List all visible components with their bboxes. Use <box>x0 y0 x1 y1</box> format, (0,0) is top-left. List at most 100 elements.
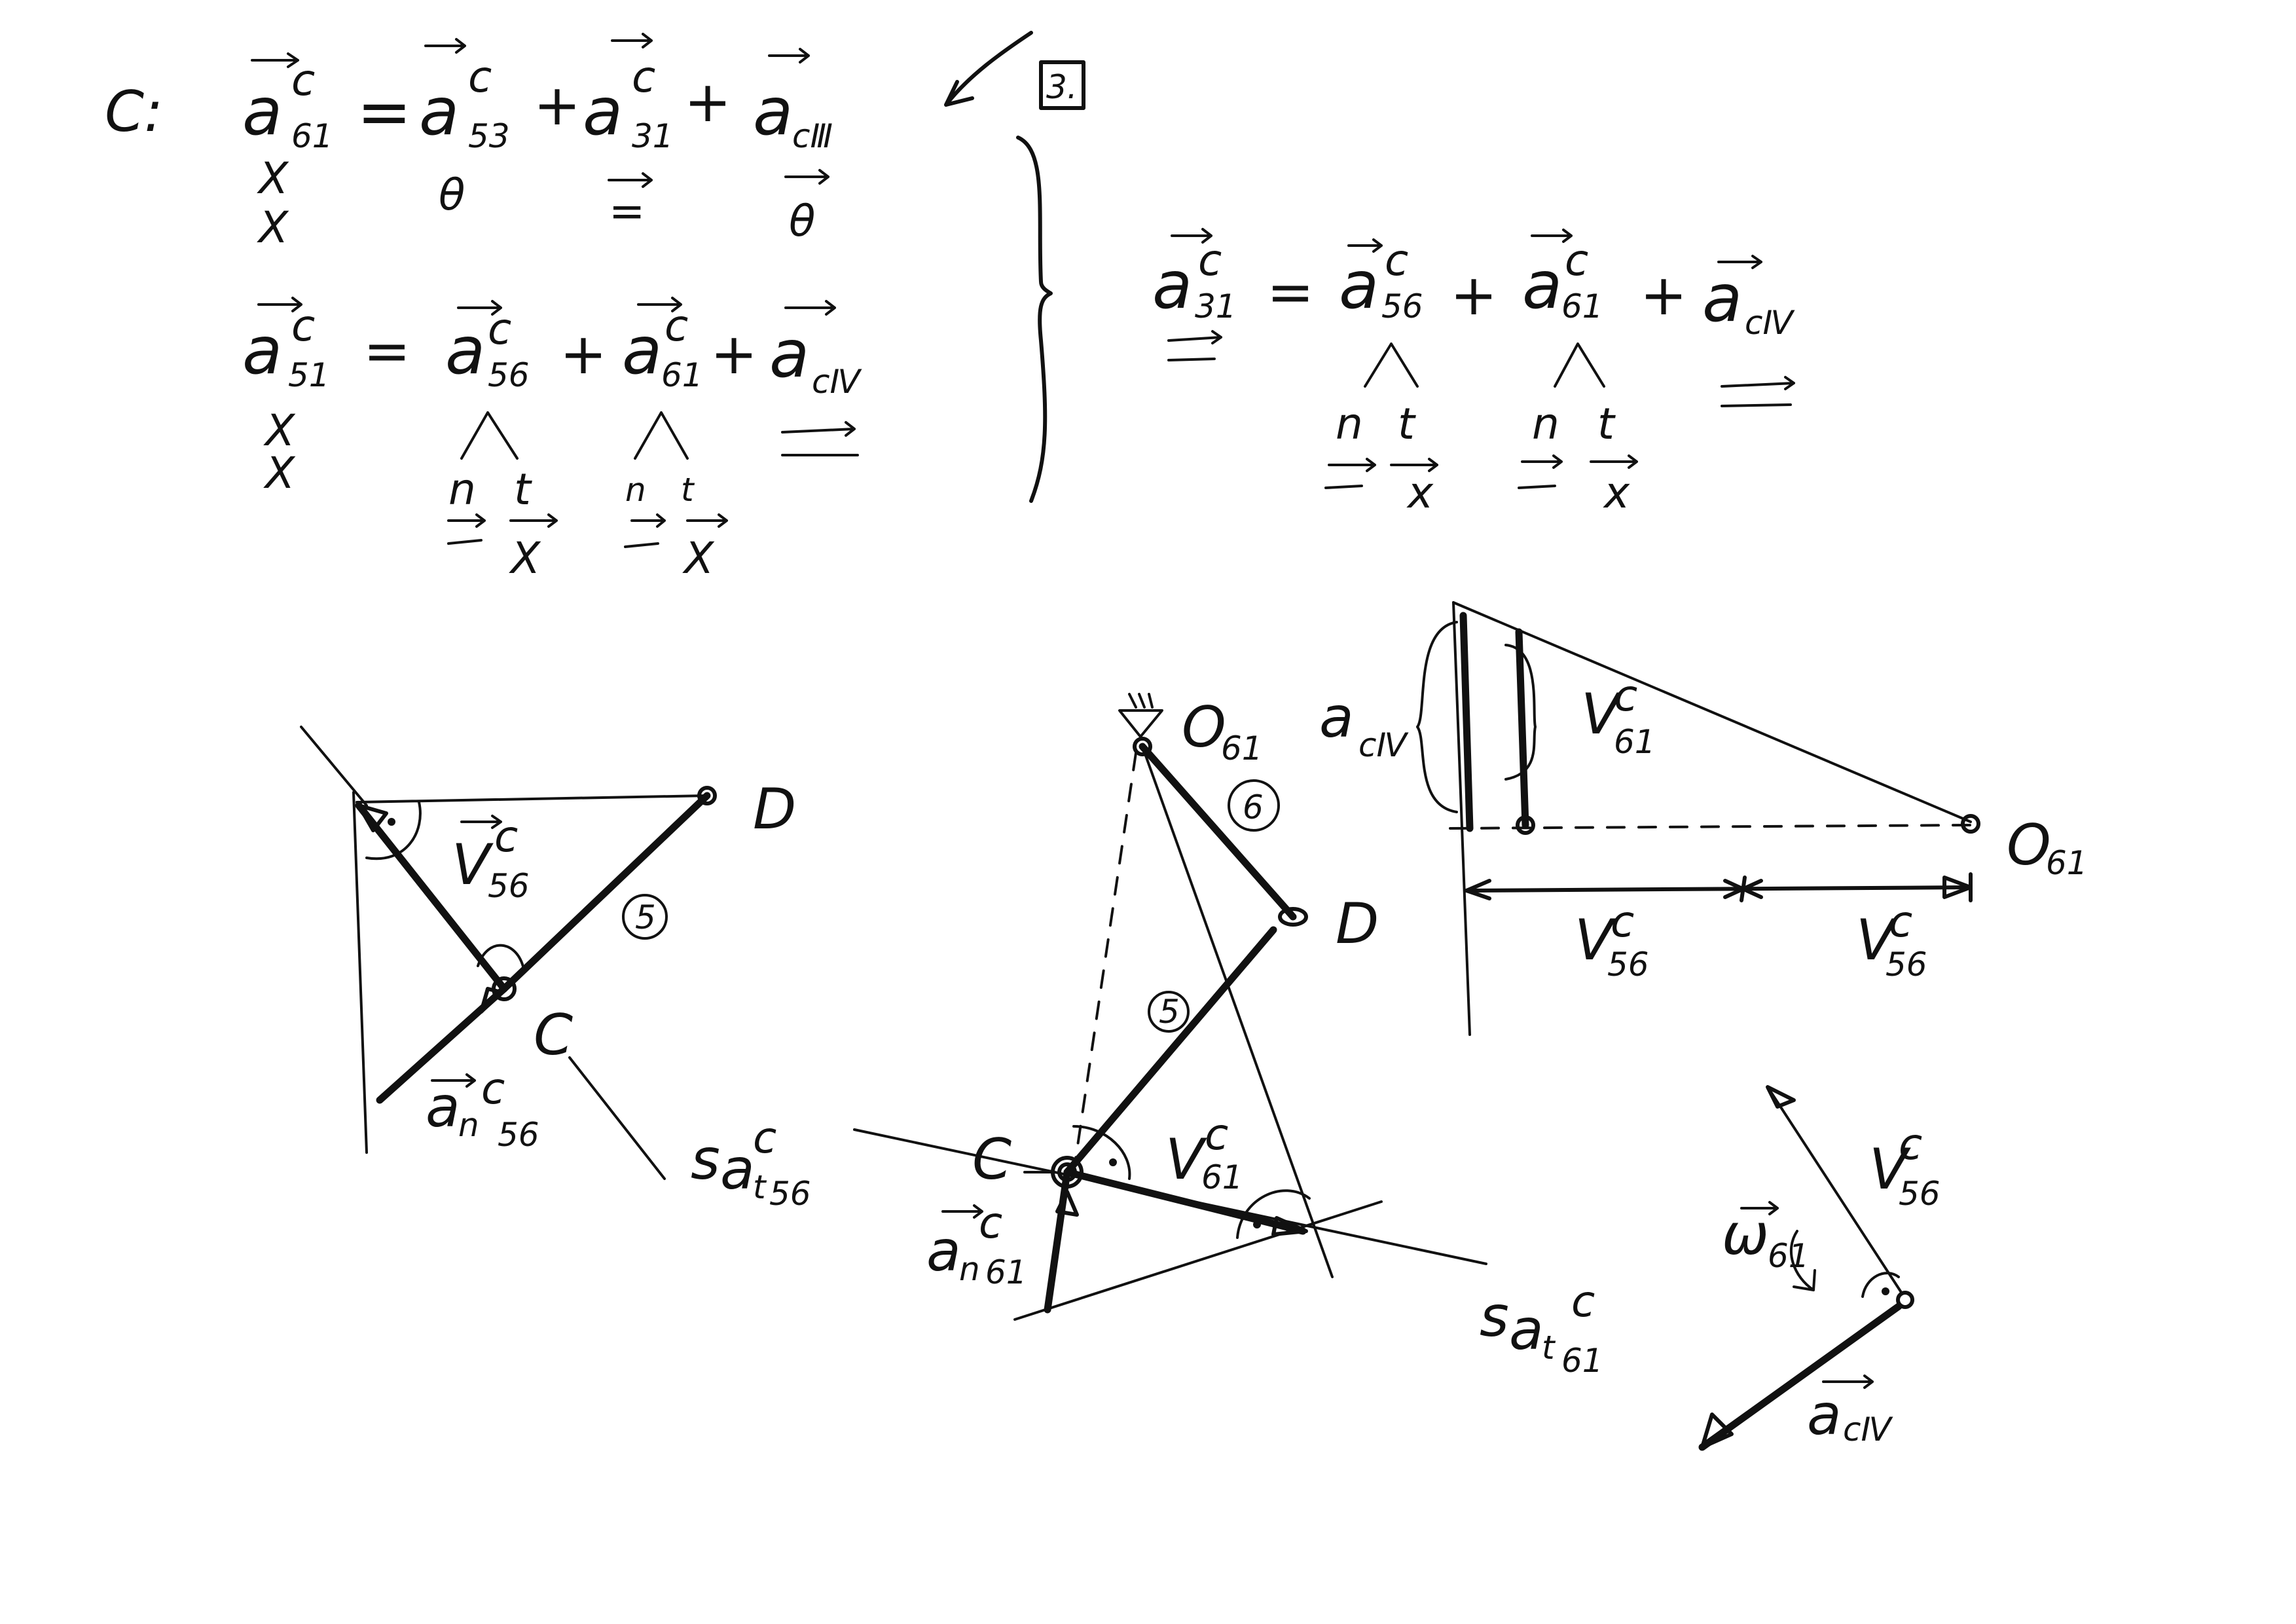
svg-text:61: 61 <box>291 117 333 155</box>
sketch-bottom-right: V c 56 ω 61 a cⅣ <box>1698 1085 1941 1451</box>
svg-text:t: t <box>1398 399 1416 449</box>
joint-D <box>1278 907 1308 927</box>
right-angle-arc <box>1236 1189 1311 1239</box>
svg-text:c: c <box>494 811 518 862</box>
svg-text:56: 56 <box>1607 946 1649 984</box>
svg-text:a: a <box>242 312 282 389</box>
svg-text:D: D <box>753 777 796 842</box>
right-angle-arc <box>1861 1272 1900 1298</box>
vector-arrow-icon <box>457 300 502 316</box>
vector-arrow-icon <box>1390 458 1438 472</box>
vector-acIV <box>1698 1302 1903 1451</box>
svg-text:V: V <box>1581 682 1623 747</box>
vector-arrow-icon <box>608 172 653 188</box>
right-angle-arc <box>1072 1125 1131 1180</box>
svg-text:a: a <box>1339 247 1379 323</box>
pivot-O61 <box>1133 737 1152 756</box>
svg-text:t: t <box>753 1168 767 1206</box>
split-caret-icon <box>460 411 519 460</box>
svg-text:O: O <box>2007 813 2051 878</box>
svg-text:+: + <box>560 322 607 387</box>
vector-arrow-icon <box>768 48 810 64</box>
right-angle-dot <box>1882 1287 1889 1295</box>
split-caret-icon <box>634 411 689 460</box>
svg-text:5: 5 <box>1159 993 1180 1031</box>
svg-text:5: 5 <box>635 898 656 936</box>
svg-text:61: 61 <box>1614 723 1656 761</box>
svg-text:31: 31 <box>632 117 674 155</box>
known-mark: = <box>609 186 645 236</box>
arrow-head-icon <box>1055 1190 1079 1217</box>
link-6 <box>1139 743 1297 921</box>
known-mark <box>1721 376 1795 407</box>
vector-arrow-icon <box>257 297 302 312</box>
eq3-lhs: a c 31 <box>1152 228 1237 325</box>
ground-hatch <box>1128 693 1154 709</box>
svg-text:n: n <box>625 471 646 509</box>
svg-text:3.: 3. <box>1046 68 1078 106</box>
svg-text:c: c <box>665 301 688 351</box>
known-mark <box>624 542 659 548</box>
dashed-line <box>1449 824 1972 830</box>
guide-line <box>300 726 368 807</box>
eq3-term-2: + a c 61 <box>1450 229 1603 328</box>
link-number-circle <box>622 894 668 940</box>
vector-arrow-icon <box>1328 458 1376 472</box>
arrow-head-icon <box>1766 1085 1796 1109</box>
svg-text:31: 31 <box>1195 287 1237 325</box>
sketch-middle: O 61 D 6 5 C V c 61 a n c 61 s a t <box>853 693 1603 1380</box>
unknown-mark: X <box>263 405 296 456</box>
guide-line <box>1452 601 1972 823</box>
svg-text:c: c <box>1571 1276 1595 1327</box>
link-number-circle <box>1228 779 1280 832</box>
svg-text:c: c <box>632 52 655 102</box>
svg-text:a: a <box>753 73 793 150</box>
pivot-point <box>1896 1291 1914 1309</box>
arrow-head-icon <box>1700 1412 1734 1449</box>
svg-text:n: n <box>1336 399 1363 449</box>
svg-text:a: a <box>583 73 623 150</box>
eq1-term-2: + a c 31 <box>534 33 674 155</box>
eq2-term-3: + a cⅣ <box>710 300 862 401</box>
svg-text:56: 56 <box>488 867 530 905</box>
svg-text:56: 56 <box>498 1116 539 1154</box>
svg-text:t: t <box>1597 399 1616 449</box>
guide-line <box>352 791 368 1154</box>
svg-text:D: D <box>1336 891 1379 957</box>
ground-support-icon <box>1118 709 1163 738</box>
svg-text:ω: ω <box>1722 1202 1769 1268</box>
eq1-lhs: a c 61 <box>242 52 333 155</box>
pivot-O61 <box>1961 814 1980 834</box>
vector-arrow-icon <box>784 169 829 185</box>
svg-text:n: n <box>1532 399 1559 449</box>
joint-D <box>697 786 717 805</box>
svg-text:56: 56 <box>769 1175 811 1213</box>
svg-text:c: c <box>1198 235 1222 286</box>
vector-v61 <box>1515 628 1529 829</box>
svg-text:56: 56 <box>1381 287 1423 325</box>
svg-text:6: 6 <box>1243 788 1264 826</box>
svg-text:a: a <box>1152 247 1192 323</box>
svg-text:c: c <box>481 1063 505 1114</box>
vector-arrow-icon <box>1590 454 1638 469</box>
pointer-arrow-icon <box>944 31 1033 107</box>
svg-text:c: c <box>468 52 492 102</box>
vector-arrow-icon <box>1521 454 1563 469</box>
vector-arrow-icon <box>1717 255 1762 269</box>
svg-text:56: 56 <box>1886 946 1927 984</box>
point-marker <box>1516 815 1535 835</box>
svg-text:c: c <box>488 304 511 354</box>
arrow-head-icon <box>357 803 388 832</box>
svg-text:cⅣ: cⅣ <box>1358 726 1409 764</box>
split-caret-icon <box>1364 342 1419 388</box>
svg-text:n: n <box>959 1250 980 1288</box>
vector-arrow-icon <box>460 815 502 829</box>
velocity-scale-line <box>1465 885 1973 893</box>
zero-mark: θ <box>789 196 815 246</box>
an-vector <box>1044 1168 1071 1314</box>
arrow-head-icon <box>479 987 503 1014</box>
right-angle-dot <box>388 818 395 826</box>
vector-arrow-icon <box>447 513 486 528</box>
